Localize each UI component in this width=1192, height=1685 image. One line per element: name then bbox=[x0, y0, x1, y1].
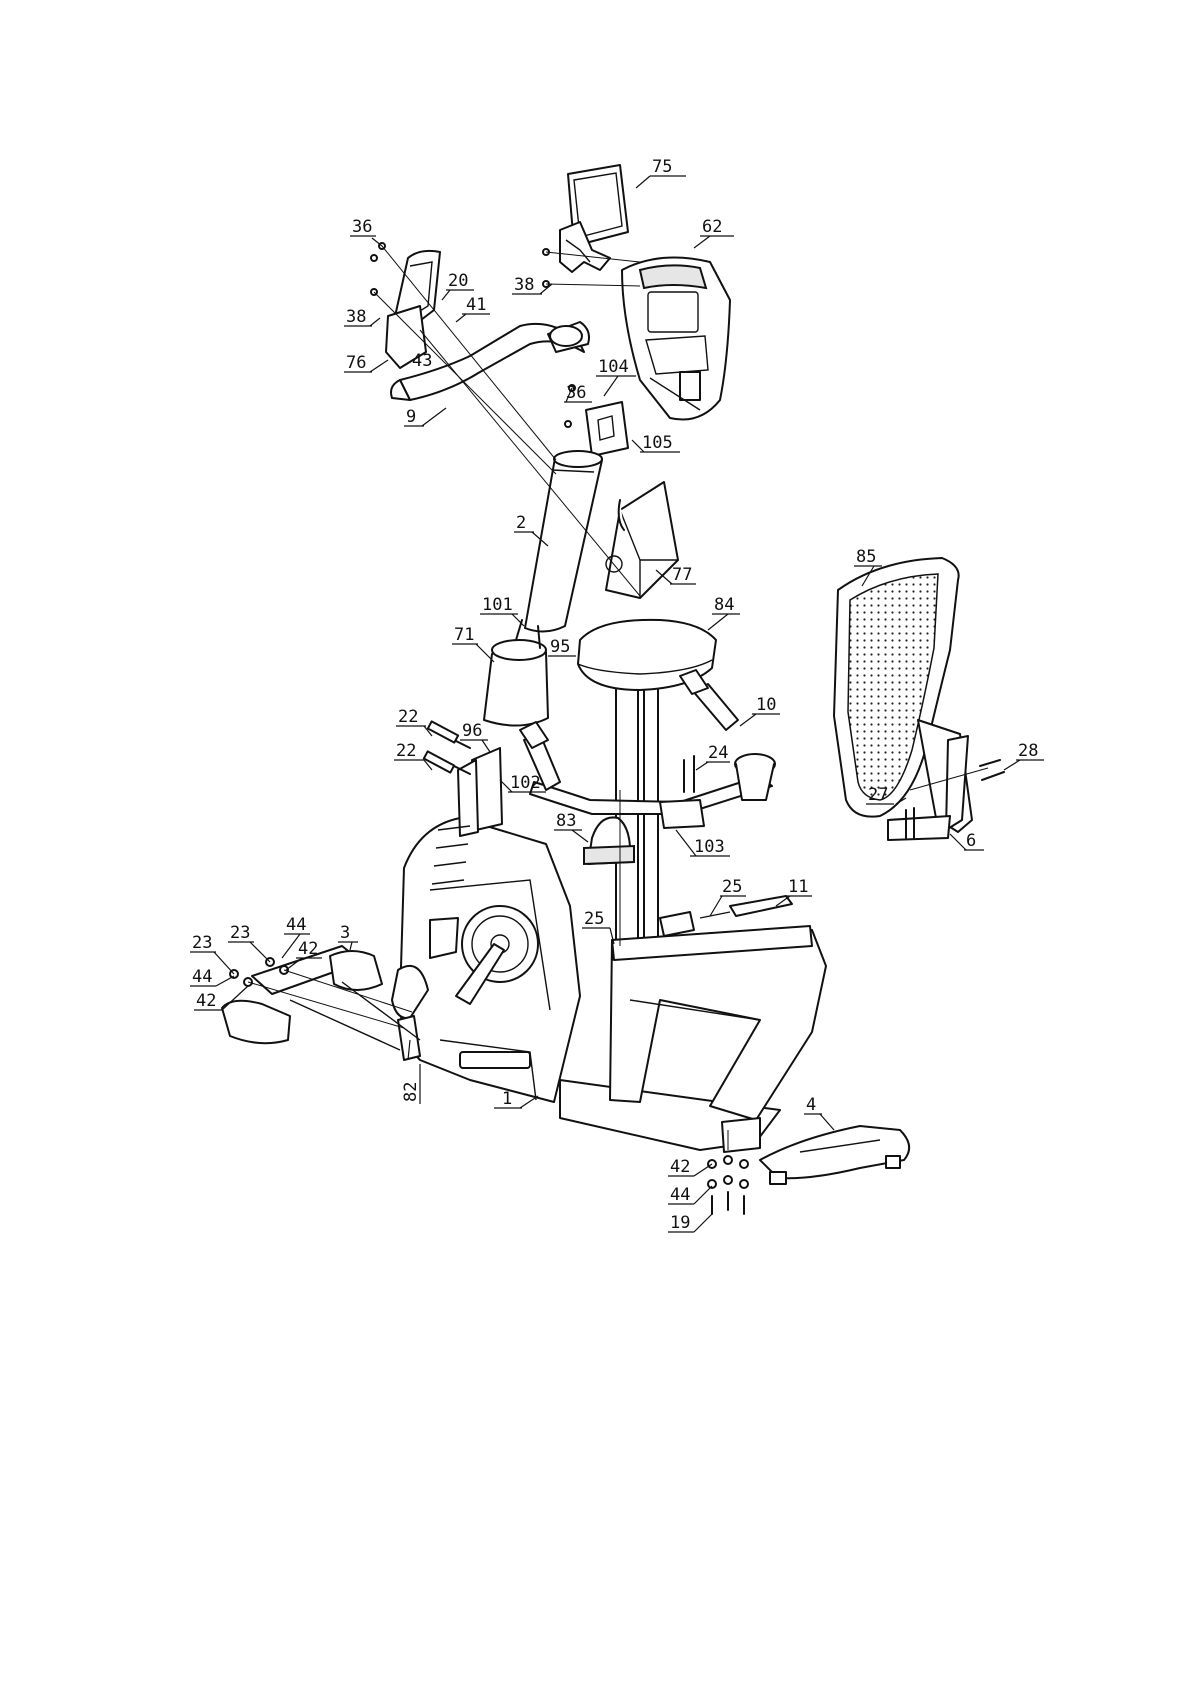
console-part bbox=[622, 258, 730, 420]
adjust-knob-part bbox=[700, 896, 792, 918]
callout-label: 27 bbox=[868, 785, 888, 805]
callout-label: 62 bbox=[702, 217, 722, 237]
callout-label: 23 bbox=[192, 933, 212, 953]
console-bracket-part bbox=[586, 402, 628, 456]
callout-label: 6 bbox=[966, 831, 976, 851]
callout-label: 44 bbox=[670, 1185, 690, 1205]
callout-label: 36 bbox=[566, 383, 586, 403]
callout-label: 22 bbox=[396, 741, 416, 761]
callout-label: 42 bbox=[298, 939, 318, 959]
callout-label: 82 bbox=[401, 1082, 421, 1102]
callout-label: 38 bbox=[514, 275, 534, 295]
callout-label: 85 bbox=[856, 547, 876, 567]
callout-label: 25 bbox=[722, 877, 742, 897]
callout-label: 9 bbox=[406, 407, 416, 427]
callout-label: 36 bbox=[352, 217, 372, 237]
callout-label: 101 bbox=[482, 595, 513, 615]
callout-label: 4 bbox=[806, 1095, 816, 1115]
callout-label: 44 bbox=[286, 915, 306, 935]
callout-label: 1 bbox=[502, 1089, 512, 1109]
tablet-holder-part bbox=[560, 165, 628, 272]
callout-label: 11 bbox=[788, 877, 808, 897]
callout-label: 38 bbox=[346, 307, 366, 327]
callout-label: 104 bbox=[598, 357, 629, 377]
callout-label: 23 bbox=[230, 923, 250, 943]
rear-stabilizer-part bbox=[722, 1118, 909, 1184]
upright-post-part bbox=[525, 451, 602, 632]
callout-label: 77 bbox=[672, 565, 692, 585]
callout-label: 41 bbox=[466, 295, 486, 315]
callout-label: 28 bbox=[1018, 741, 1038, 761]
upright-shroud-part bbox=[606, 482, 678, 598]
callout-label: 103 bbox=[694, 837, 725, 857]
callout-label: 102 bbox=[510, 773, 541, 793]
callout-label: 84 bbox=[714, 595, 734, 615]
callout-label: 19 bbox=[670, 1213, 690, 1233]
callout-label: 10 bbox=[756, 695, 776, 715]
front-stabilizer-part bbox=[222, 946, 420, 1050]
callout-label: 71 bbox=[454, 625, 474, 645]
cone-cover-part bbox=[484, 640, 548, 726]
callout-label: 105 bbox=[642, 433, 673, 453]
callout-label: 2 bbox=[516, 513, 526, 533]
callout-label: 25 bbox=[584, 909, 604, 929]
callout-label: 42 bbox=[670, 1157, 690, 1177]
callout-label: 3 bbox=[340, 923, 350, 943]
callout-label: 95 bbox=[550, 637, 570, 657]
callout-label: 75 bbox=[652, 157, 672, 177]
callout-label: 20 bbox=[448, 271, 468, 291]
callout-label: 24 bbox=[708, 743, 728, 763]
callout-label: 22 bbox=[398, 707, 418, 727]
callout-label: 43 bbox=[412, 351, 432, 371]
callout-label: 44 bbox=[192, 967, 212, 987]
callout-label: 42 bbox=[196, 991, 216, 1011]
callout-label: 96 bbox=[462, 721, 482, 741]
callout-label: 76 bbox=[346, 353, 366, 373]
callout-label: 83 bbox=[556, 811, 576, 831]
